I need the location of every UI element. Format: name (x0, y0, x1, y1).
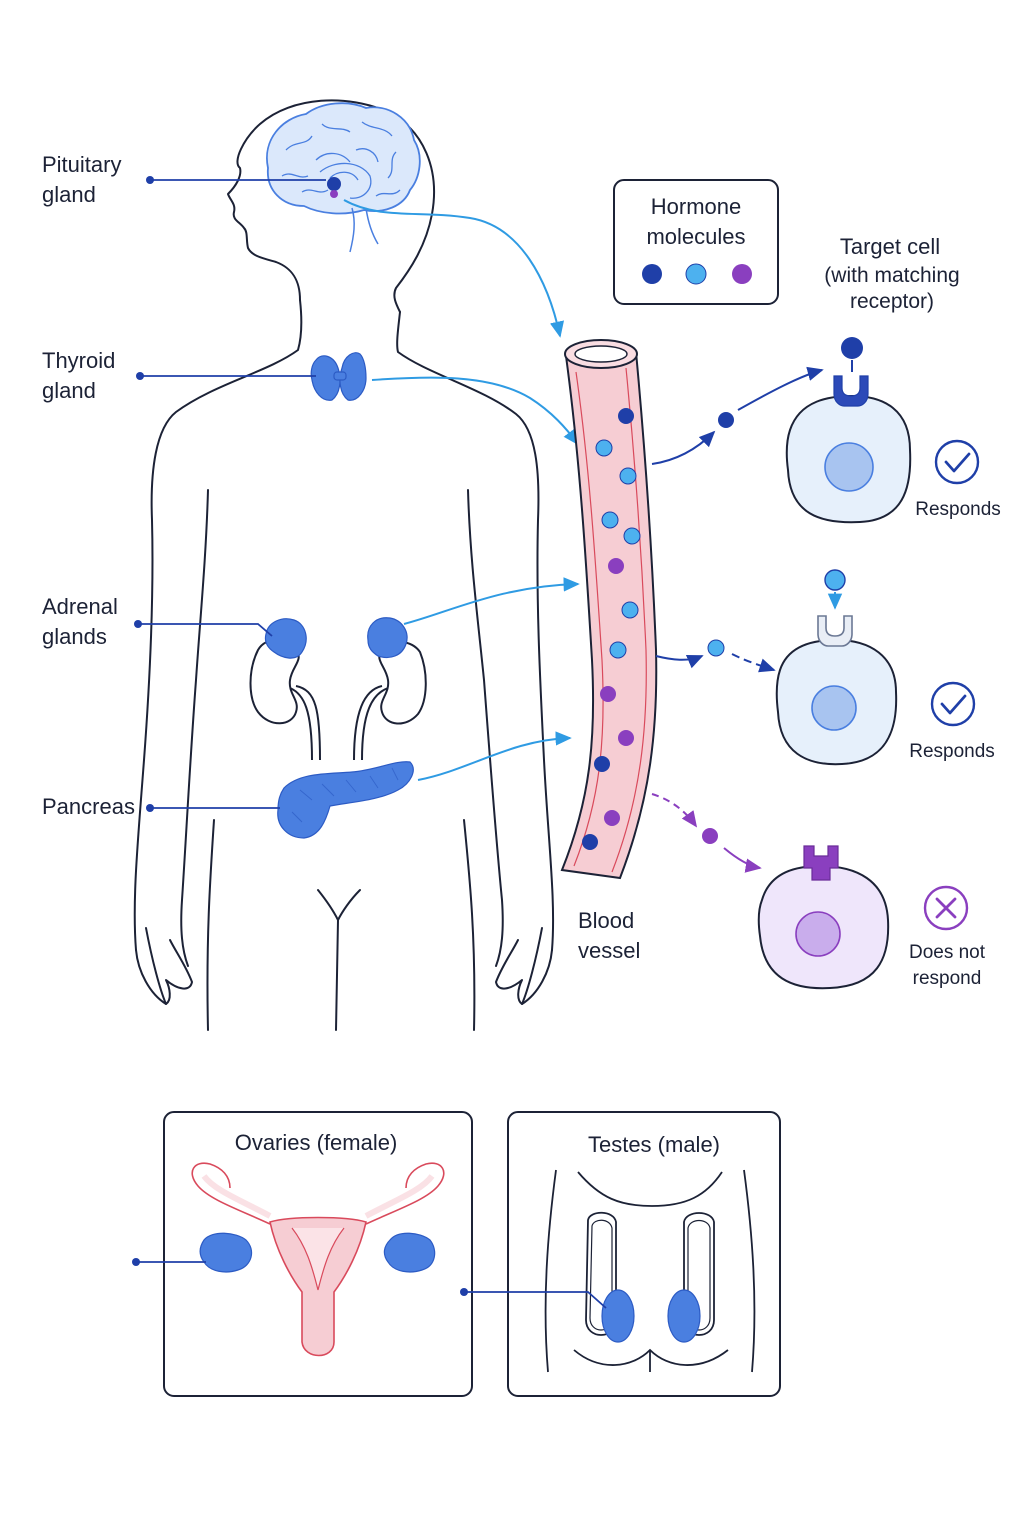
legend-title-line2: molecules (646, 224, 745, 249)
target-cell-line3: receptor) (850, 290, 934, 313)
thyroid-label-line2: gland (42, 378, 96, 403)
blood-vessel-label-line2: vessel (578, 938, 640, 963)
hormone-molecule (604, 810, 620, 826)
receptor-1 (833, 375, 869, 407)
thyroid-gland (310, 352, 367, 401)
ovary-left (199, 1232, 253, 1273)
no-response-line1: Does not (909, 942, 986, 963)
pancreas-label-group: Pancreas (42, 794, 280, 819)
testes-panel: Testes (male) (460, 1111, 781, 1397)
blood-vessel (560, 339, 658, 880)
testis-left (601, 1289, 635, 1343)
brain (266, 102, 421, 253)
legend-title-line1: Hormone (651, 194, 741, 219)
hormone-molecule (582, 834, 598, 850)
hormone-molecule (621, 601, 639, 619)
hormone-molecule (600, 686, 616, 702)
testis-right (667, 1289, 701, 1343)
check-icon (930, 681, 976, 727)
pituitary-label-group: Pituitary gland (42, 152, 326, 207)
target-cell-3 (757, 845, 890, 990)
target-cell-2 (775, 569, 898, 766)
testes-title: Testes (male) (588, 1132, 720, 1157)
response-3: Does not respond (909, 885, 986, 989)
hormone-light-blue (685, 263, 707, 285)
receptor-3 (803, 845, 839, 881)
adrenal-label-line2: glands (42, 624, 107, 649)
hormone-legend: Hormone molecules (613, 179, 779, 305)
hormone-molecule (618, 408, 634, 424)
pituitary-label-line2: gland (42, 182, 96, 207)
check-icon (934, 439, 980, 485)
thyroid-label-group: Thyroid gland (42, 348, 316, 403)
hormone-purple (732, 264, 752, 284)
target-cell-heading: Target cell (with matching receptor) (824, 234, 959, 313)
response-2: Responds (909, 681, 995, 762)
thyroid-label-line1: Thyroid (42, 348, 115, 373)
responds-label-2: Responds (909, 741, 995, 762)
ovary-right (383, 1232, 436, 1273)
adrenal-glands (264, 617, 408, 659)
responds-label-1: Responds (915, 499, 1001, 520)
target-cell-line1: Target cell (840, 234, 940, 259)
no-response-line2: respond (913, 968, 982, 989)
vessel-molecules (582, 408, 641, 850)
ovaries-panel: Ovaries (female) (132, 1111, 473, 1397)
hormone-molecule (594, 756, 610, 772)
hormone-dark-blue (642, 264, 662, 284)
blood-vessel-label-line1: Blood (578, 908, 634, 933)
pituitary-gland (327, 177, 341, 191)
pancreas (277, 761, 414, 839)
hormone-molecule (595, 439, 613, 457)
hormone-molecule (623, 527, 641, 545)
kidneys (249, 639, 427, 761)
hormone-molecule (618, 730, 634, 746)
blood-vessel-label: Blood vessel (578, 908, 640, 963)
pituitary-label-line1: Pituitary (42, 152, 121, 177)
adrenal-label-group: Adrenal glands (42, 594, 273, 649)
target-cell-line2: (with matching (824, 264, 959, 287)
secretion-arrows (343, 199, 580, 781)
response-1: Responds (915, 439, 1001, 520)
hormone-molecule (609, 641, 627, 659)
hormone-molecule (601, 511, 619, 529)
target-cell-1 (785, 337, 912, 524)
delivery-arrows (651, 366, 824, 873)
ovaries-title: Ovaries (female) (235, 1130, 398, 1155)
body-outline (133, 99, 555, 1031)
receptor-2 (817, 615, 853, 647)
adrenal-label-line1: Adrenal (42, 594, 118, 619)
pancreas-label: Pancreas (42, 794, 135, 819)
hormone-molecule (608, 558, 624, 574)
hormone-molecule (619, 467, 637, 485)
